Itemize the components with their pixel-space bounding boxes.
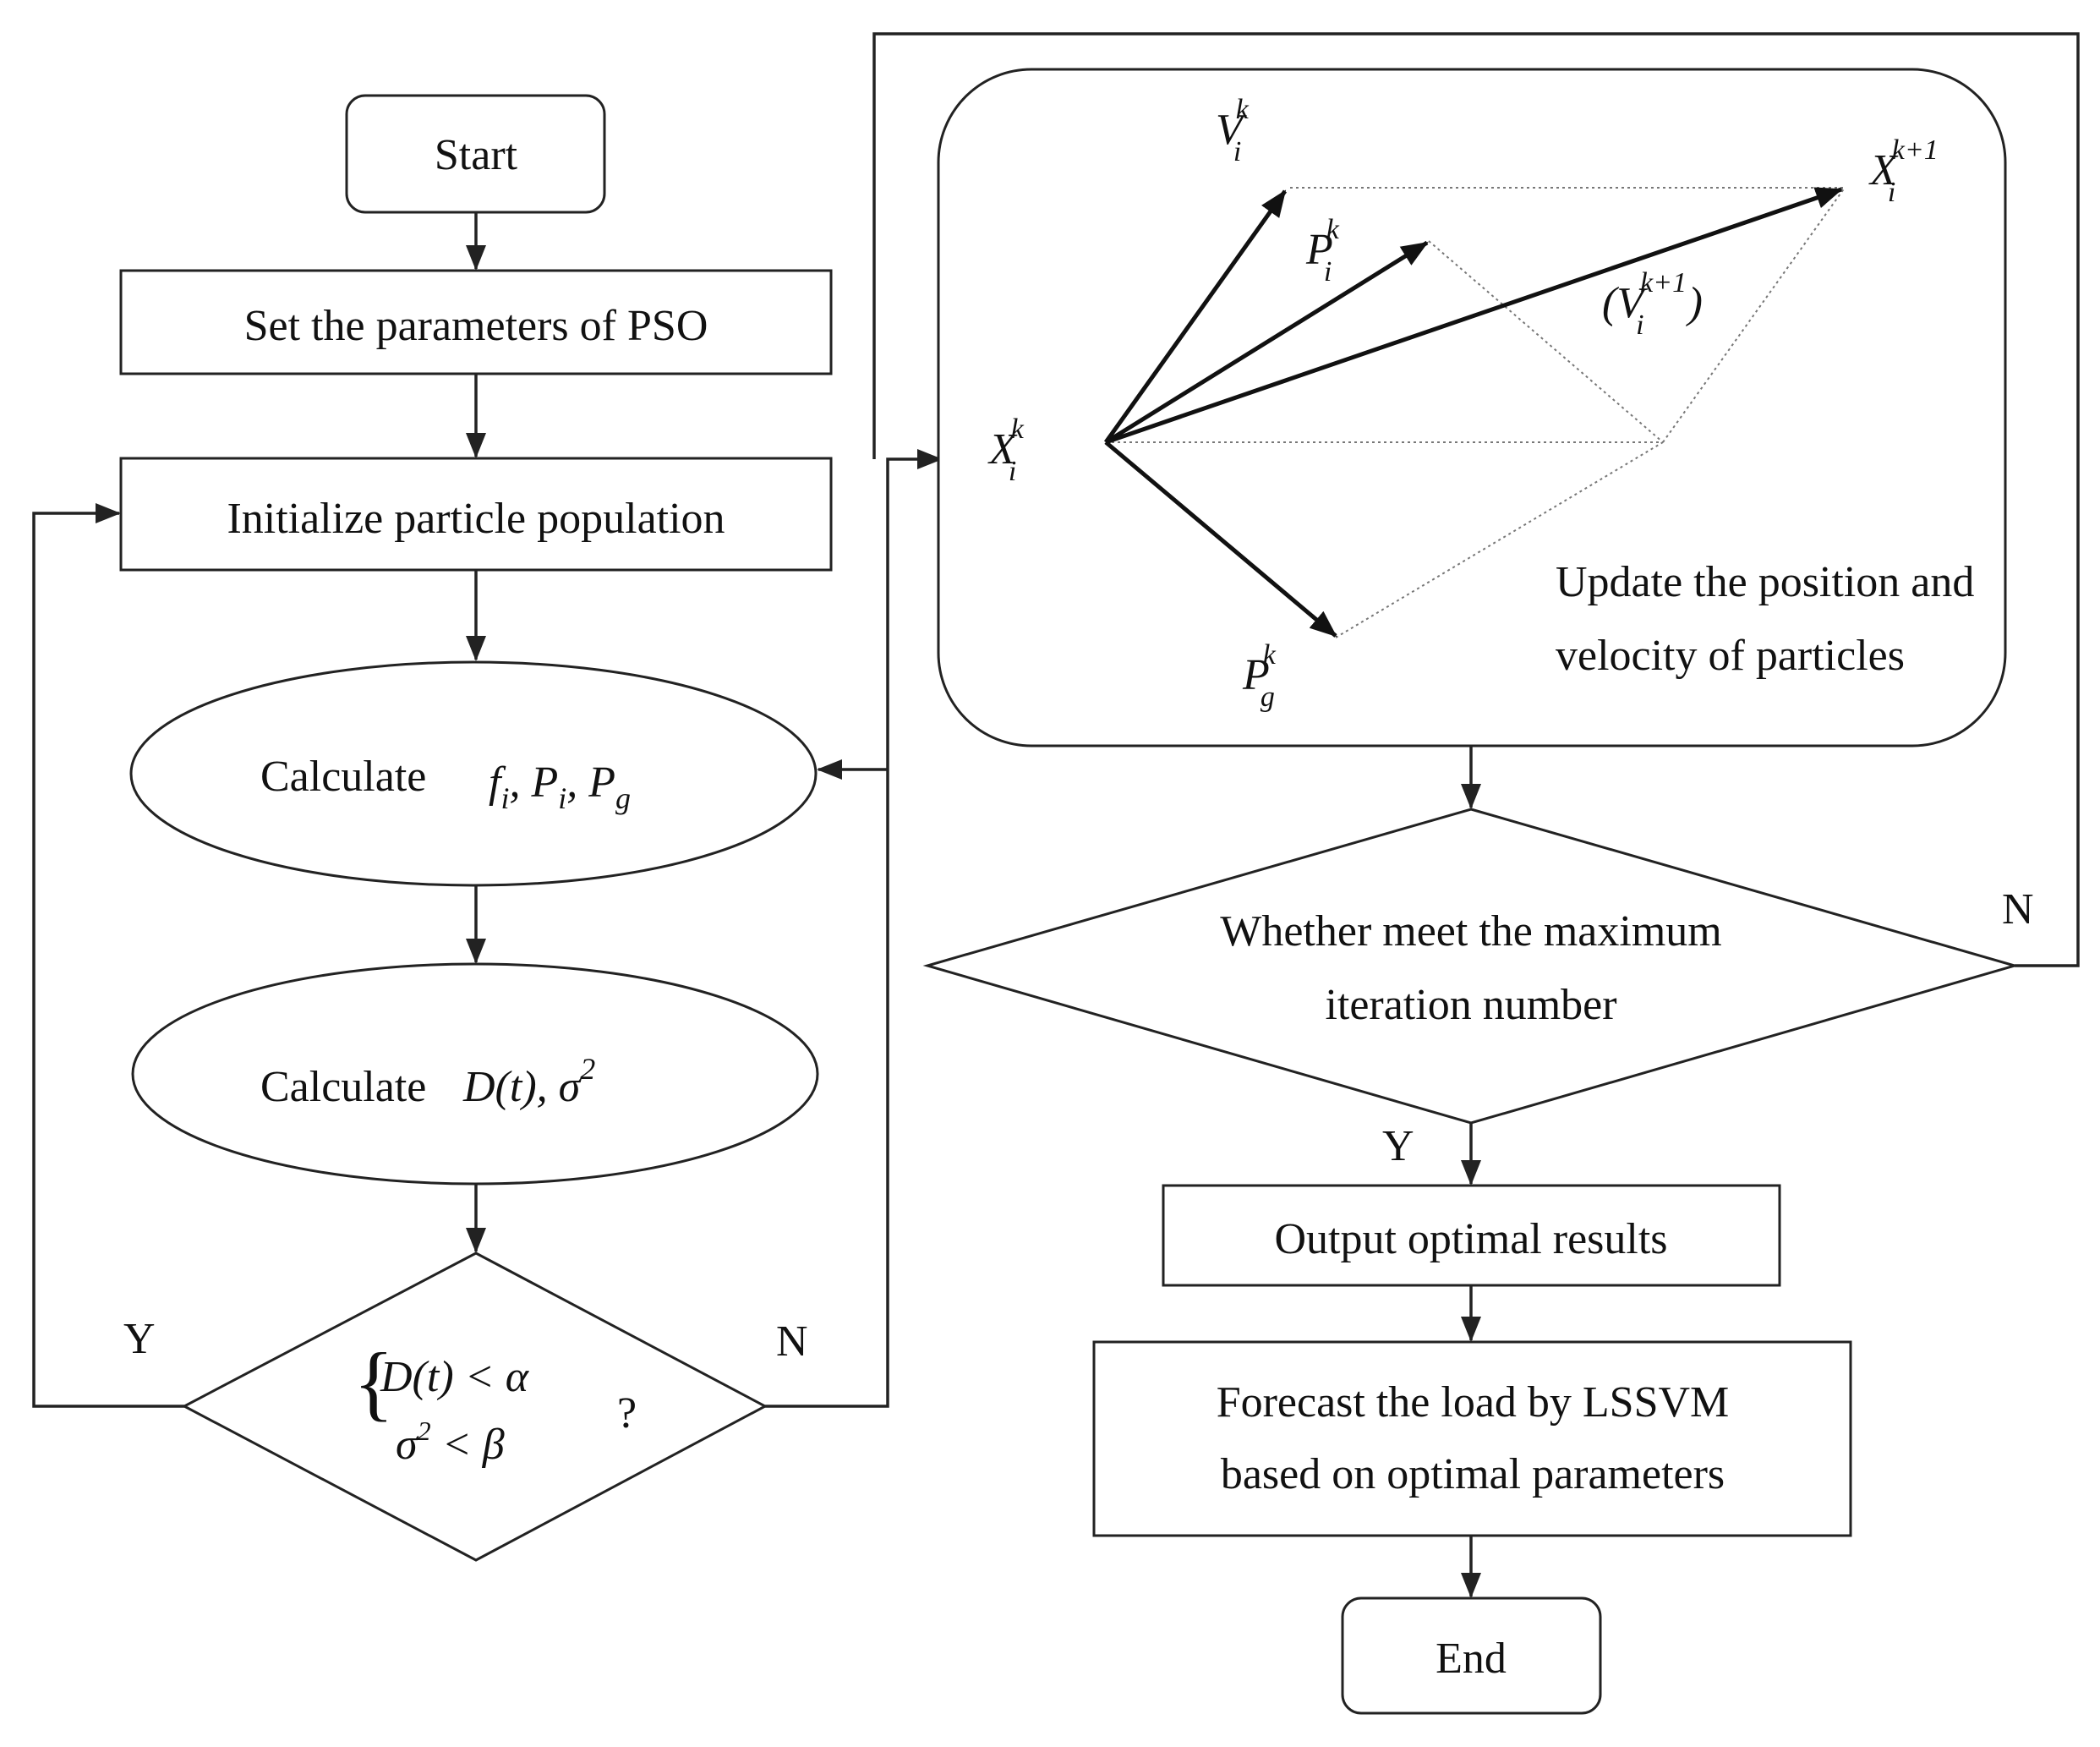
condition-line2: σ2 < β (396, 1416, 505, 1469)
dotted-pi-to-sum (1428, 240, 1664, 443)
forecast-node: Forecast the load by LSSVM based on opti… (1092, 1340, 1852, 1537)
init-population-label: Initialize particle population (227, 495, 725, 543)
end-node: End (1341, 1596, 1602, 1715)
dotted-sum-to-xnext (1662, 187, 1846, 443)
set-params-node: Set the parameters of PSO (119, 269, 833, 375)
forecast-label-line1: Forecast the load by LSSVM (1217, 1378, 1730, 1427)
init-population-node: Initialize particle population (119, 457, 833, 572)
arrow-yes-loop-to-init (32, 503, 184, 1408)
yes-label-right: Y (1382, 1122, 1414, 1170)
max-iter-line1: Whether meet the maximum (1220, 907, 1721, 956)
condition-question: ? (617, 1389, 637, 1438)
end-label: End (1436, 1635, 1507, 1683)
start-label: Start (435, 131, 518, 179)
calc-diversity-prefix: Calculate (260, 1063, 426, 1111)
output-label: Output optimal results (1274, 1215, 1667, 1263)
vector-velocity-arrow (1103, 189, 1288, 444)
vector-gbest-arrow (1104, 441, 1337, 638)
condition-line1: D(t) < α (380, 1353, 530, 1401)
max-iter-line2: iteration number (1325, 981, 1616, 1029)
forecast-label-line2: based on optimal parameters (1221, 1450, 1725, 1498)
condition-brace: { (353, 1335, 394, 1429)
dotted-pg-to-pi-sum (1335, 441, 1664, 638)
no-label-right: N (2002, 885, 2034, 934)
vector-next-position-arrow (1105, 187, 1843, 445)
calc-diversity-node: Calculate D(t), σ2 (131, 962, 819, 1186)
calc-fitness-f: fi, Pi, Pg (489, 758, 631, 815)
start-node: Start (345, 94, 606, 214)
calc-fitness-node: Calculate fi, Pi, Pg (129, 660, 818, 887)
arrow-no-loop-to-update (872, 32, 2080, 967)
calc-diversity-expr: D(t), σ2 (462, 1052, 595, 1111)
set-params-label: Set the parameters of PSO (244, 302, 708, 350)
condition-diamond: { D(t) < α σ2 < β ? (181, 1251, 768, 1562)
no-label-left: N (776, 1317, 808, 1366)
calc-fitness-prefix: Calculate (260, 753, 426, 801)
max-iteration-diamond: Whether meet the maximum iteration numbe… (922, 808, 2020, 1125)
vector-pbest-arrow (1104, 240, 1429, 445)
update-label-line1: Update the position and (1556, 558, 1974, 606)
output-node: Output optimal results (1162, 1184, 1781, 1287)
yes-label-left: Y (123, 1315, 156, 1363)
update-label-line2: velocity of particles (1556, 632, 1905, 680)
arrow-no-to-update (765, 449, 943, 1408)
